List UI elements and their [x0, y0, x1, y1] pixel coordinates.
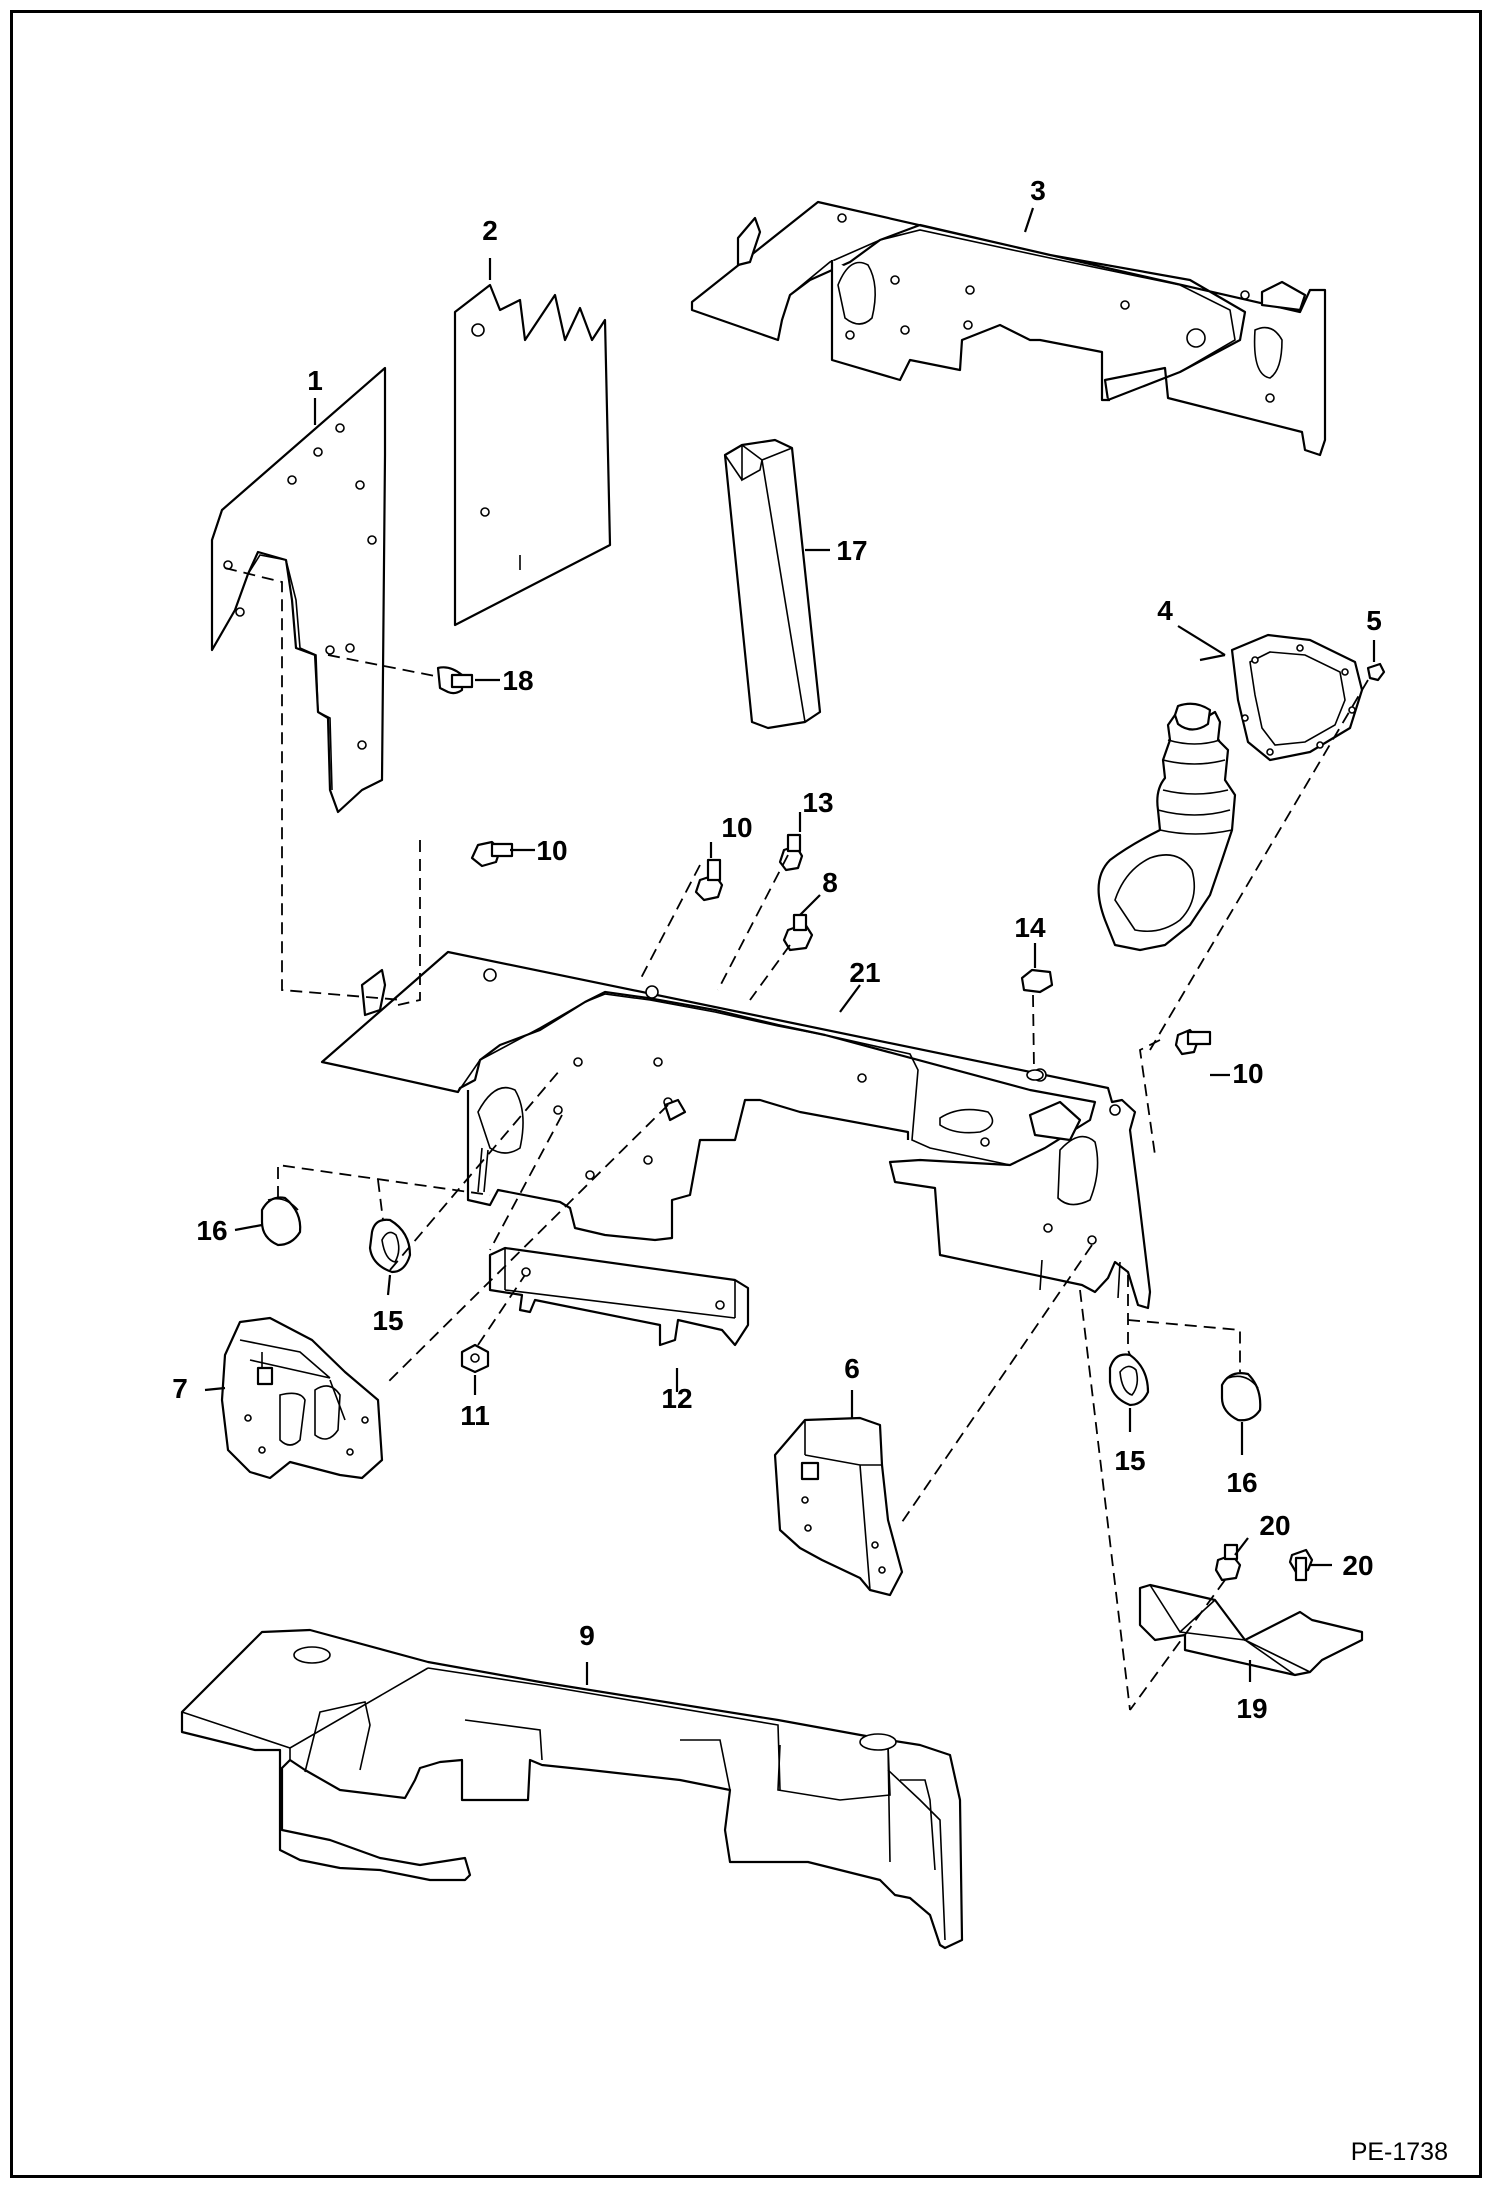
label-part-12: 12 [661, 1383, 692, 1414]
label-part-10-upper-left: 10 [536, 835, 567, 866]
part-16-plug-right [1220, 1372, 1262, 1422]
part-2-flat-panel [453, 283, 612, 627]
label-part-16-right: 16 [1226, 1467, 1257, 1498]
part-12-bracket [488, 1246, 750, 1347]
label-part-20-right: 20 [1342, 1550, 1373, 1581]
part-17-foam-block [723, 438, 822, 730]
part-10-bolt-center [694, 858, 724, 902]
label-part-7: 7 [172, 1373, 188, 1404]
label-part-14: 14 [1014, 912, 1046, 943]
label-part-2: 2 [482, 215, 498, 246]
part-5-screw [1366, 662, 1386, 682]
label-part-6: 6 [844, 1353, 860, 1384]
part-4-boot-and-ring [1097, 633, 1364, 952]
label-part-13: 13 [802, 787, 833, 818]
label-part-3: 3 [1030, 175, 1046, 206]
label-part-15-left: 15 [372, 1305, 403, 1336]
part-20-bolt-left [1214, 1543, 1242, 1582]
part-14-plug [1020, 968, 1054, 994]
label-part-19: 19 [1236, 1693, 1267, 1724]
part-9-foam-frame [180, 1628, 964, 1950]
page-border [10, 10, 1482, 2178]
part-16-plug-left [260, 1196, 302, 1247]
part-18-push-fastener [436, 666, 474, 695]
part-10-bolt-right [1174, 1028, 1212, 1056]
assembly-lines [224, 567, 1369, 1711]
leader-lines [204, 207, 1376, 1685]
label-part-4: 4 [1157, 595, 1173, 626]
label-part-10-right: 10 [1232, 1058, 1263, 1089]
part-20-bolt-right [1288, 1548, 1314, 1582]
part-15-grommet-left [368, 1218, 412, 1274]
document-id: PE-1738 [1351, 2138, 1448, 2166]
part-7-bracket [220, 1316, 384, 1480]
label-part-5: 5 [1366, 605, 1382, 636]
part-15-grommet-right [1108, 1353, 1150, 1407]
part-6-bracket [773, 1416, 904, 1597]
label-part-17: 17 [836, 535, 867, 566]
callout-labels: 1 2 3 4 5 6 7 8 9 10 10 10 11 12 13 14 1… [172, 175, 1382, 1724]
label-part-9: 9 [579, 1620, 595, 1651]
label-part-10-center: 10 [721, 812, 752, 843]
part-8-nut [782, 913, 814, 952]
part-1-side-plate [210, 366, 387, 814]
label-part-15-right: 15 [1114, 1445, 1145, 1476]
part-13-bolt [778, 833, 804, 872]
label-part-21: 21 [849, 957, 880, 988]
part-3-upper-frame-plate [690, 200, 1327, 457]
part-11-nut [460, 1343, 490, 1374]
part-21-main-frame-plate [320, 950, 1152, 1310]
label-part-1: 1 [307, 365, 323, 396]
label-part-16-left: 16 [196, 1215, 227, 1246]
label-part-8: 8 [822, 867, 838, 898]
label-part-11: 11 [460, 1400, 490, 1431]
part-10-bolt-upper-left [470, 840, 514, 868]
label-part-18: 18 [502, 665, 533, 696]
label-part-20-left: 20 [1259, 1510, 1290, 1541]
part-19-cover [1138, 1583, 1364, 1677]
